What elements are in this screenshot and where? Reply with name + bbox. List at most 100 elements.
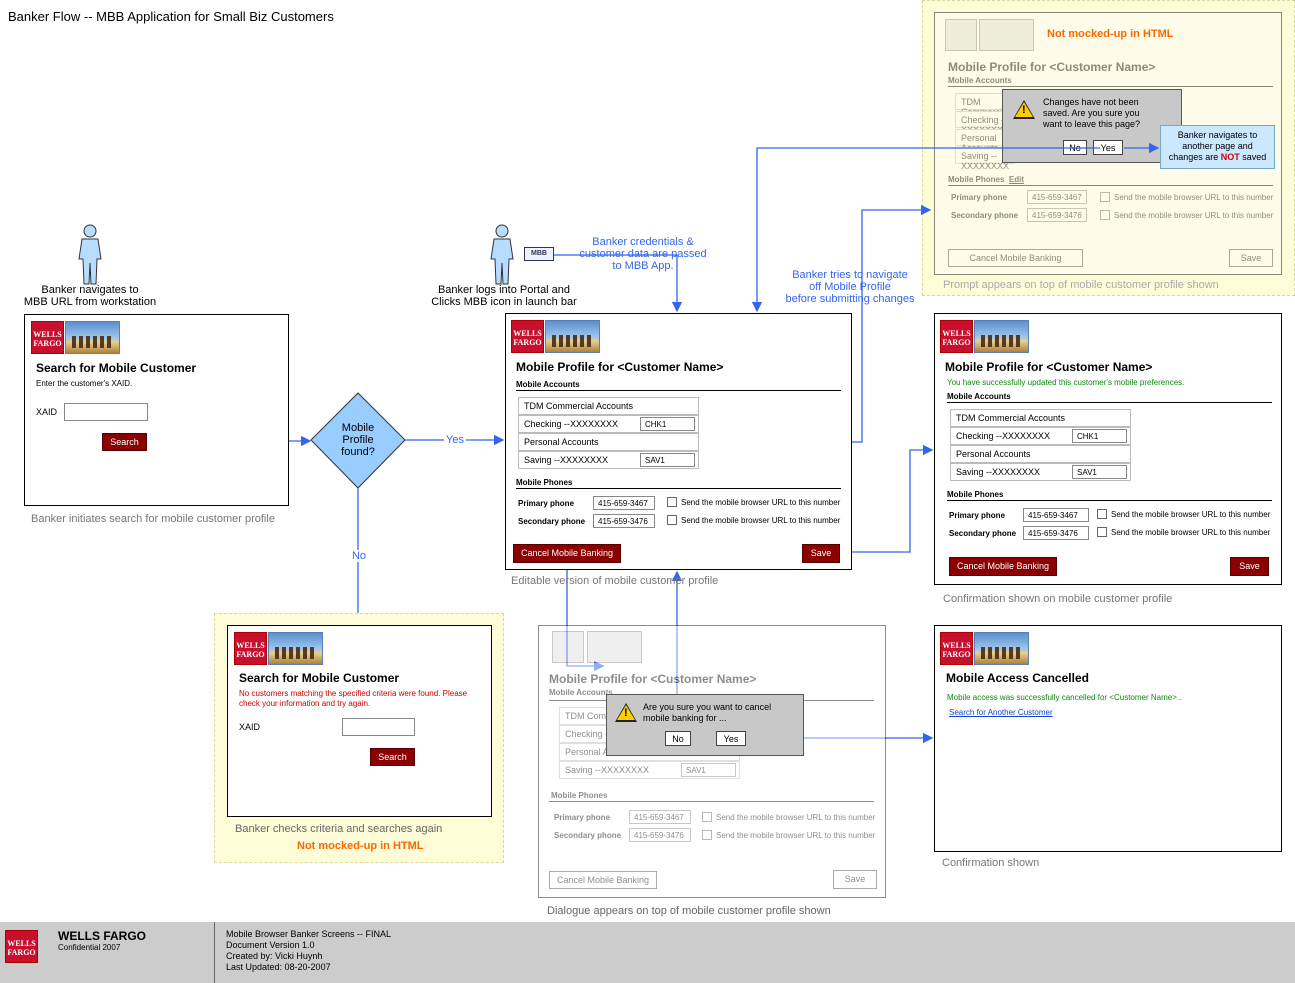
send-url-checkbox[interactable]: [667, 515, 677, 525]
stagecoach-image: [974, 320, 1029, 353]
xaid-input[interactable]: [342, 718, 415, 736]
screen-heading: Mobile Profile for <Customer Name>: [948, 60, 1156, 74]
primary-phone-field[interactable]: 415-659-3467: [629, 810, 691, 824]
send-url-label: Send the mobile browser URL to this numb…: [681, 498, 841, 507]
placeholder-image: [587, 631, 642, 663]
screen-heading: Search for Mobile Customer: [239, 671, 400, 685]
no-button[interactable]: No: [665, 731, 691, 746]
xaid-label: XAID: [36, 407, 58, 417]
nickname-field[interactable]: SAV1: [681, 763, 736, 777]
flow-arrow-navigate-off: [852, 204, 932, 443]
dialog-message: Are you sure you want to cancel mobile b…: [643, 702, 772, 723]
xaid-input[interactable]: [64, 403, 148, 421]
cancel-mobile-banking-button[interactable]: Cancel Mobile Banking: [549, 871, 657, 889]
primary-phone-label: Primary phone: [518, 499, 575, 508]
confirmation-caption: Confirmation shown on mobile customer pr…: [943, 593, 1173, 605]
success-message: You have successfully updated this custo…: [947, 378, 1185, 387]
nickname-field[interactable]: CHK1: [1072, 429, 1127, 443]
credentials-note: Banker credentials & customer data are p…: [579, 236, 707, 272]
cancel-dialog-screen: Mobile Profile for <Customer Name> Mobil…: [538, 625, 886, 898]
account-row: TDM Commercial Accounts: [518, 397, 699, 415]
navigate-off-note: Banker tries to navigate off Mobile Prof…: [785, 269, 915, 305]
send-url-checkbox[interactable]: [1097, 509, 1107, 519]
search-caption: Banker initiates search for mobile custo…: [31, 513, 275, 525]
primary-phone-field[interactable]: 415-659-3467: [1027, 190, 1087, 204]
footer-company: WELLS FARGO: [58, 929, 146, 943]
account-row: TDM Commercial Accounts: [950, 409, 1131, 427]
section-heading-accounts: Mobile Accounts: [947, 392, 1011, 401]
nickname-field[interactable]: CHK1: [640, 417, 695, 431]
error-message: No customers matching the specified crit…: [239, 689, 468, 708]
send-url-label: Send the mobile browser URL to this numb…: [716, 813, 876, 822]
send-url-label: Send the mobile browser URL to this numb…: [1114, 211, 1274, 220]
account-row: Saving --XXXXXXXX: [559, 761, 740, 779]
unsaved-prompt-caption: Prompt appears on top of mobile customer…: [943, 279, 1219, 291]
cancel-dialog-caption: Dialogue appears on top of mobile custom…: [547, 905, 831, 917]
nickname-field[interactable]: SAV1: [1072, 465, 1127, 479]
secondary-phone-field[interactable]: 415-659-3476: [593, 514, 655, 528]
flow-arrow-no-return: [751, 147, 1100, 313]
save-button[interactable]: Save: [1230, 557, 1269, 576]
search-button[interactable]: Search: [370, 748, 415, 766]
flow-arrow-save: [839, 444, 934, 553]
placeholder-logo: [945, 19, 977, 51]
not-found-caption: Banker checks criteria and searches agai…: [235, 823, 443, 835]
save-button[interactable]: Save: [1229, 249, 1273, 267]
xaid-label: XAID: [239, 722, 261, 732]
send-url-checkbox[interactable]: [667, 497, 677, 507]
diagram-title: Banker Flow -- MBB Application for Small…: [8, 9, 334, 24]
secondary-phone-field[interactable]: 415-659-3476: [629, 828, 691, 842]
search-button[interactable]: Search: [102, 433, 147, 451]
save-button[interactable]: Save: [833, 870, 877, 889]
nickname-field[interactable]: SAV1: [640, 453, 695, 467]
send-url-checkbox[interactable]: [702, 812, 712, 822]
send-url-label: Send the mobile browser URL to this numb…: [681, 516, 841, 525]
footer-confidential: Confidential 2007: [58, 943, 121, 952]
edit-link[interactable]: Edit: [1008, 175, 1025, 184]
account-row: Personal Accounts: [518, 433, 699, 451]
footer-divider: [214, 922, 215, 983]
instruction-text: Enter the customer's XAID.: [36, 379, 133, 388]
stagecoach-image: [974, 632, 1029, 665]
send-url-label: Send the mobile browser URL to this numb…: [1111, 528, 1271, 537]
primary-phone-field[interactable]: 415-659-3467: [1023, 508, 1089, 522]
primary-phone-field[interactable]: 415-659-3467: [593, 496, 655, 510]
send-url-label: Send the mobile browser URL to this numb…: [716, 831, 876, 840]
cancel-mobile-banking-button[interactable]: Cancel Mobile Banking: [948, 249, 1083, 267]
flow-arrow-cancel: [566, 562, 605, 672]
mbb-launch-icon[interactable]: MBB: [524, 247, 554, 261]
navigate-away-callout: Banker navigates to another page and cha…: [1160, 125, 1275, 169]
yes-button[interactable]: Yes: [716, 731, 746, 746]
yes-branch-label: Yes: [444, 434, 466, 446]
account-row: TDM Commercial Accounts: [955, 93, 1015, 127]
section-heading-accounts: Mobile Accounts: [948, 76, 1012, 85]
cancel-mobile-banking-button[interactable]: Cancel Mobile Banking: [949, 557, 1057, 576]
section-heading-phones: Mobile Phones: [947, 490, 1004, 499]
stagecoach-image: [268, 632, 323, 665]
yes-button[interactable]: Yes: [1093, 140, 1123, 155]
stagecoach-image: [545, 320, 600, 353]
secondary-phone-field[interactable]: 415-659-3476: [1023, 526, 1089, 540]
send-url-checkbox[interactable]: [1100, 192, 1110, 202]
send-url-label: Send the mobile browser URL to this numb…: [1111, 510, 1271, 519]
send-url-checkbox[interactable]: [1100, 210, 1110, 220]
search-another-customer-link[interactable]: Search for Another Customer: [949, 708, 1053, 717]
primary-phone-label: Primary phone: [554, 813, 611, 822]
save-button[interactable]: Save: [802, 544, 840, 563]
send-url-checkbox[interactable]: [1097, 527, 1107, 537]
cancel-mobile-banking-button[interactable]: Cancel Mobile Banking: [513, 544, 621, 563]
secondary-phone-field[interactable]: 415-659-3476: [1027, 208, 1087, 222]
no-branch-label: No: [349, 550, 369, 562]
screen-heading: Search for Mobile Customer: [36, 361, 197, 375]
send-url-checkbox[interactable]: [702, 830, 712, 840]
screen-heading: Mobile Profile for <Customer Name>: [945, 360, 1153, 374]
section-heading-phones: Mobile Phones: [516, 478, 573, 487]
